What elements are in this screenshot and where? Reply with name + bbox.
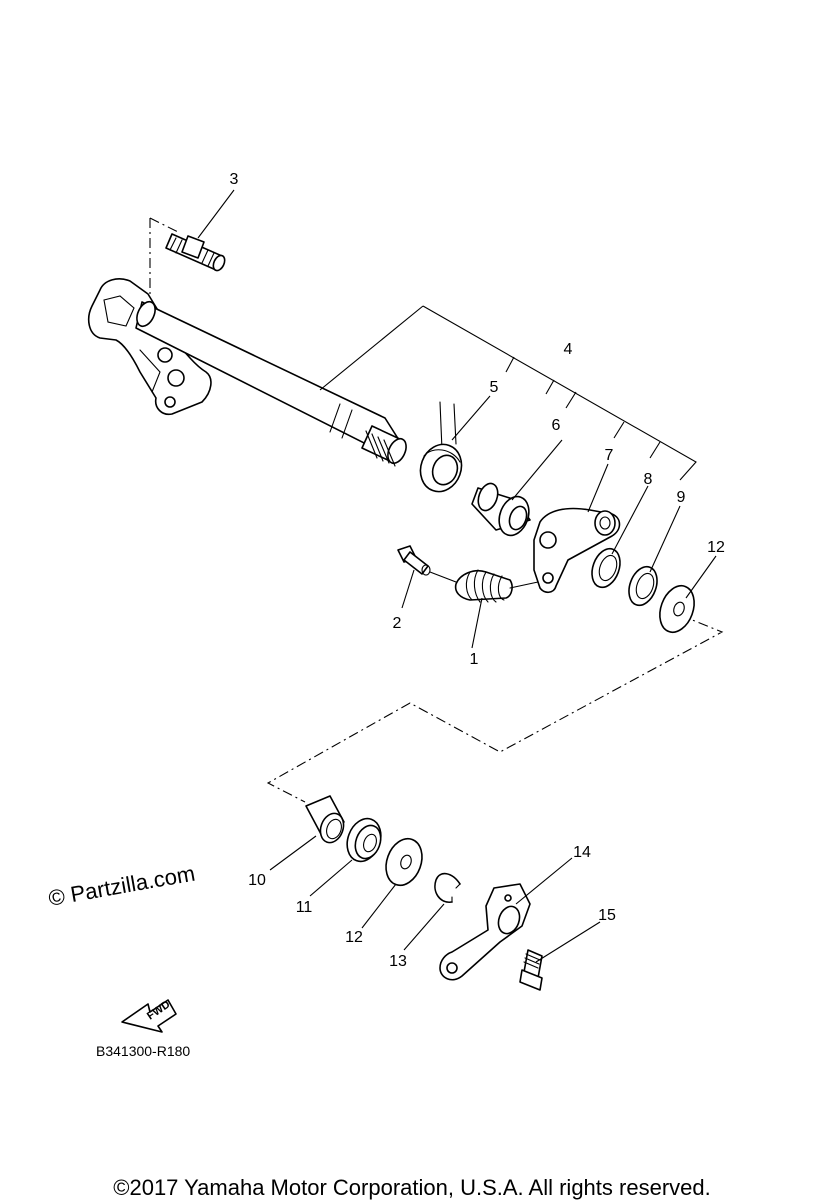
callout-9: 9 [677, 489, 686, 506]
callout-4: 4 [564, 341, 573, 358]
callout-2: 2 [393, 615, 402, 632]
shift-shaft [87, 278, 407, 467]
pin-bolt [397, 545, 457, 583]
shift-arm-14 [439, 883, 531, 981]
needle-bearing [305, 795, 345, 844]
callout-10: 10 [248, 872, 266, 889]
callout-5: 5 [490, 379, 499, 396]
forward-direction-arrow: FWD [121, 999, 177, 1033]
alignment-lines [149, 217, 724, 803]
torsion-spring [419, 401, 463, 493]
washer-12-top [659, 584, 695, 634]
shift-lever [533, 507, 621, 594]
callout-11: 11 [296, 899, 313, 916]
diagram-code: B341300-R180 [96, 1043, 190, 1059]
washer-12-bottom [385, 837, 423, 887]
callout-14: 14 [573, 844, 591, 861]
callout-15: 15 [598, 907, 616, 924]
callout-7: 7 [605, 447, 614, 464]
callout-3: 3 [230, 171, 239, 188]
partzilla-watermark: © Partzilla.com [47, 861, 197, 911]
leader-lines [197, 189, 717, 963]
bolt-15 [519, 949, 543, 991]
callout-12-bottom: 12 [345, 929, 363, 946]
collar [471, 482, 531, 537]
oil-seal [346, 817, 382, 863]
callout-12-top: 12 [707, 539, 725, 556]
callout-numbers: 3 4 5 6 7 8 9 12 2 1 10 11 12 13 14 15 [230, 171, 725, 970]
callout-13: 13 [389, 953, 407, 970]
callout-6: 6 [552, 417, 561, 434]
callout-1: 1 [470, 651, 479, 668]
circlip-13 [434, 872, 461, 903]
washer-8 [591, 547, 621, 589]
stopper-bolt [165, 233, 226, 272]
callout-8: 8 [644, 471, 653, 488]
copyright-notice: ©2017 Yamaha Motor Corporation, U.S.A. A… [113, 1175, 711, 1200]
coil-spring [454, 569, 539, 603]
circlip-9 [628, 565, 658, 607]
